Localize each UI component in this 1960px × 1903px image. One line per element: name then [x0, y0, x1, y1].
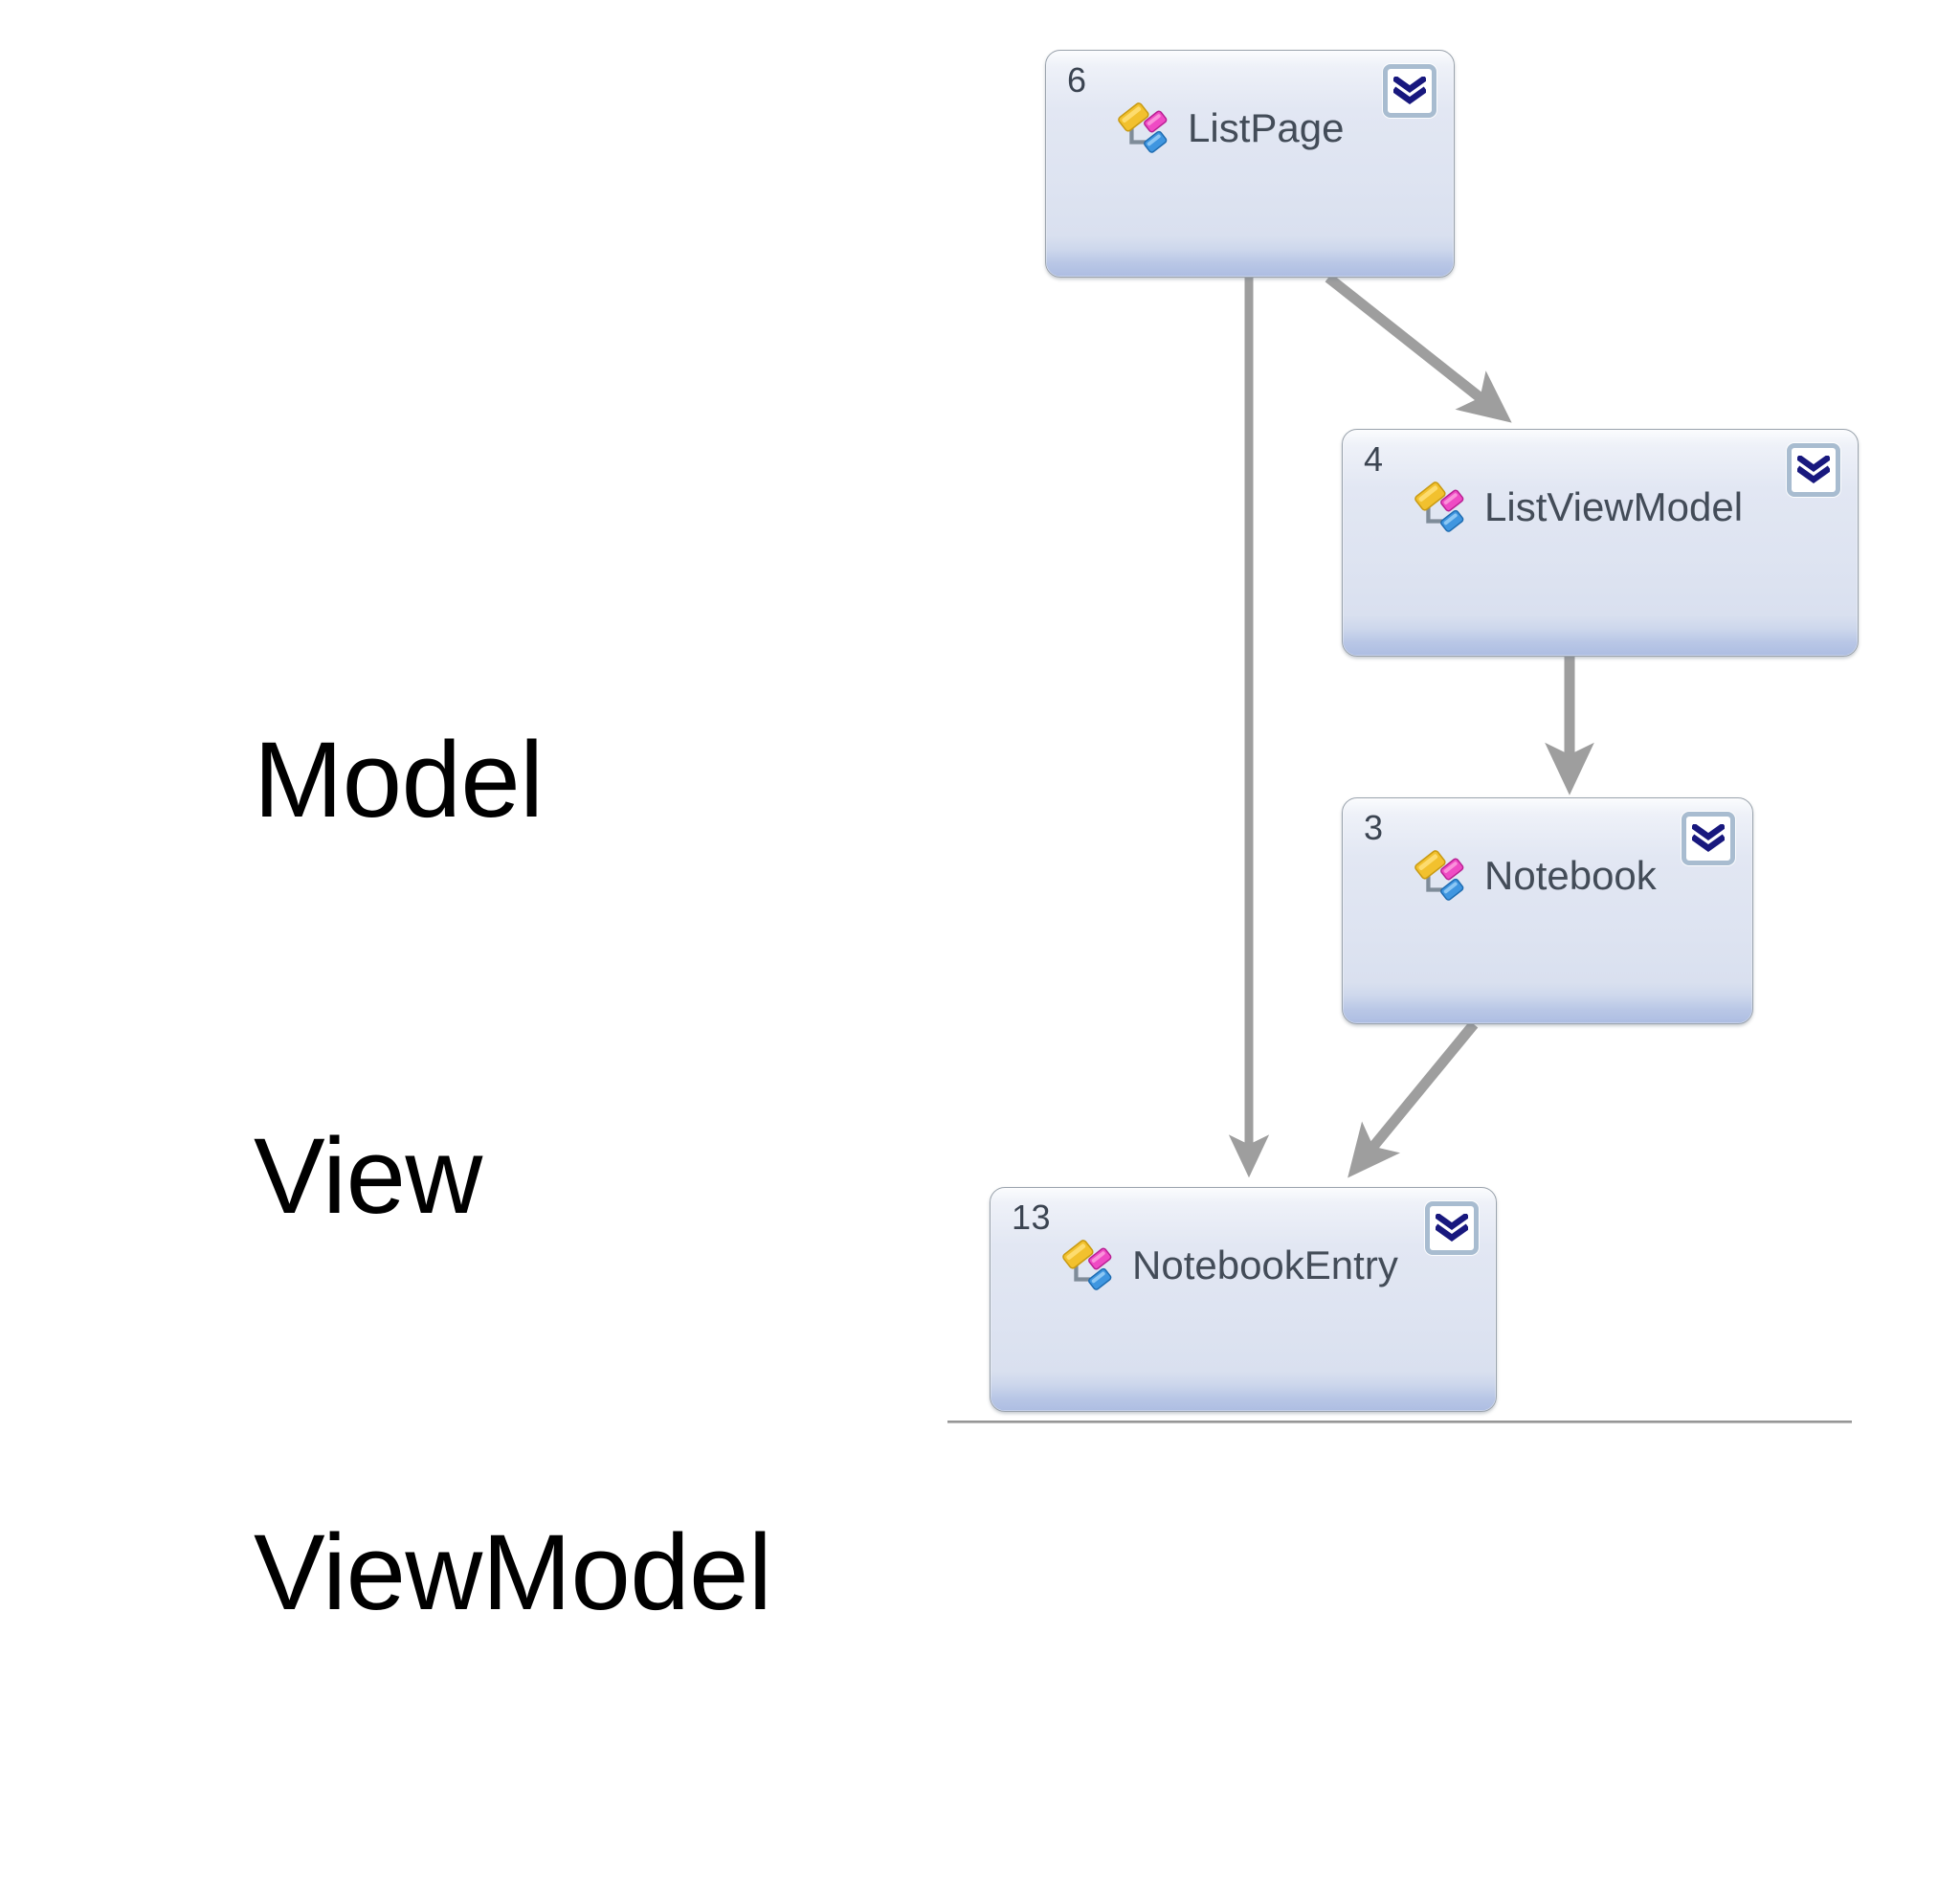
vs-class-diagram-icon [1118, 102, 1168, 153]
vs-class-diagram-icon [1414, 850, 1464, 901]
node-member-count: 4 [1364, 439, 1384, 479]
chevron-double-down-icon[interactable] [1787, 443, 1840, 497]
edge-listpage-to-listviewmodel [1325, 273, 1512, 423]
node-body: ListPage [1046, 99, 1454, 158]
node-member-count: 13 [1012, 1198, 1052, 1237]
vs-class-diagram-icon [1062, 1240, 1112, 1290]
heading-line-view: View [254, 1116, 482, 1236]
node-label: ListPage [1188, 105, 1345, 150]
node-member-count: 6 [1067, 60, 1087, 100]
node-body: ListViewModel [1343, 478, 1858, 537]
class-node-listviewmodel[interactable]: 4 [1342, 429, 1859, 657]
node-body: Notebook [1343, 846, 1752, 906]
node-label: ListViewModel [1484, 484, 1744, 529]
chevron-double-down-icon[interactable] [1383, 64, 1437, 118]
class-node-notebookentry[interactable]: 13 [990, 1187, 1497, 1412]
heading-line-viewmodel: ViewModel [254, 1512, 772, 1632]
class-node-notebook[interactable]: 3 [1342, 797, 1753, 1024]
slide-canvas: Model View ViewModel 6 [254, 50, 1859, 1632]
node-label: NotebookEntry [1132, 1243, 1398, 1287]
edge-notebook-to-notebookentry [1348, 1020, 1479, 1178]
node-body: NotebookEntry [991, 1236, 1496, 1295]
horizontal-divider [947, 1421, 1852, 1423]
vs-class-diagram-icon [1414, 481, 1464, 532]
diagram-connectors [1228, 273, 1594, 1178]
node-label: Notebook [1484, 853, 1657, 898]
class-node-listpage[interactable]: 6 [1045, 50, 1455, 278]
heading-line-model: Model [254, 720, 544, 840]
node-member-count: 3 [1364, 808, 1384, 847]
chevron-double-down-icon[interactable] [1682, 812, 1735, 865]
chevron-double-down-icon[interactable] [1425, 1201, 1479, 1255]
